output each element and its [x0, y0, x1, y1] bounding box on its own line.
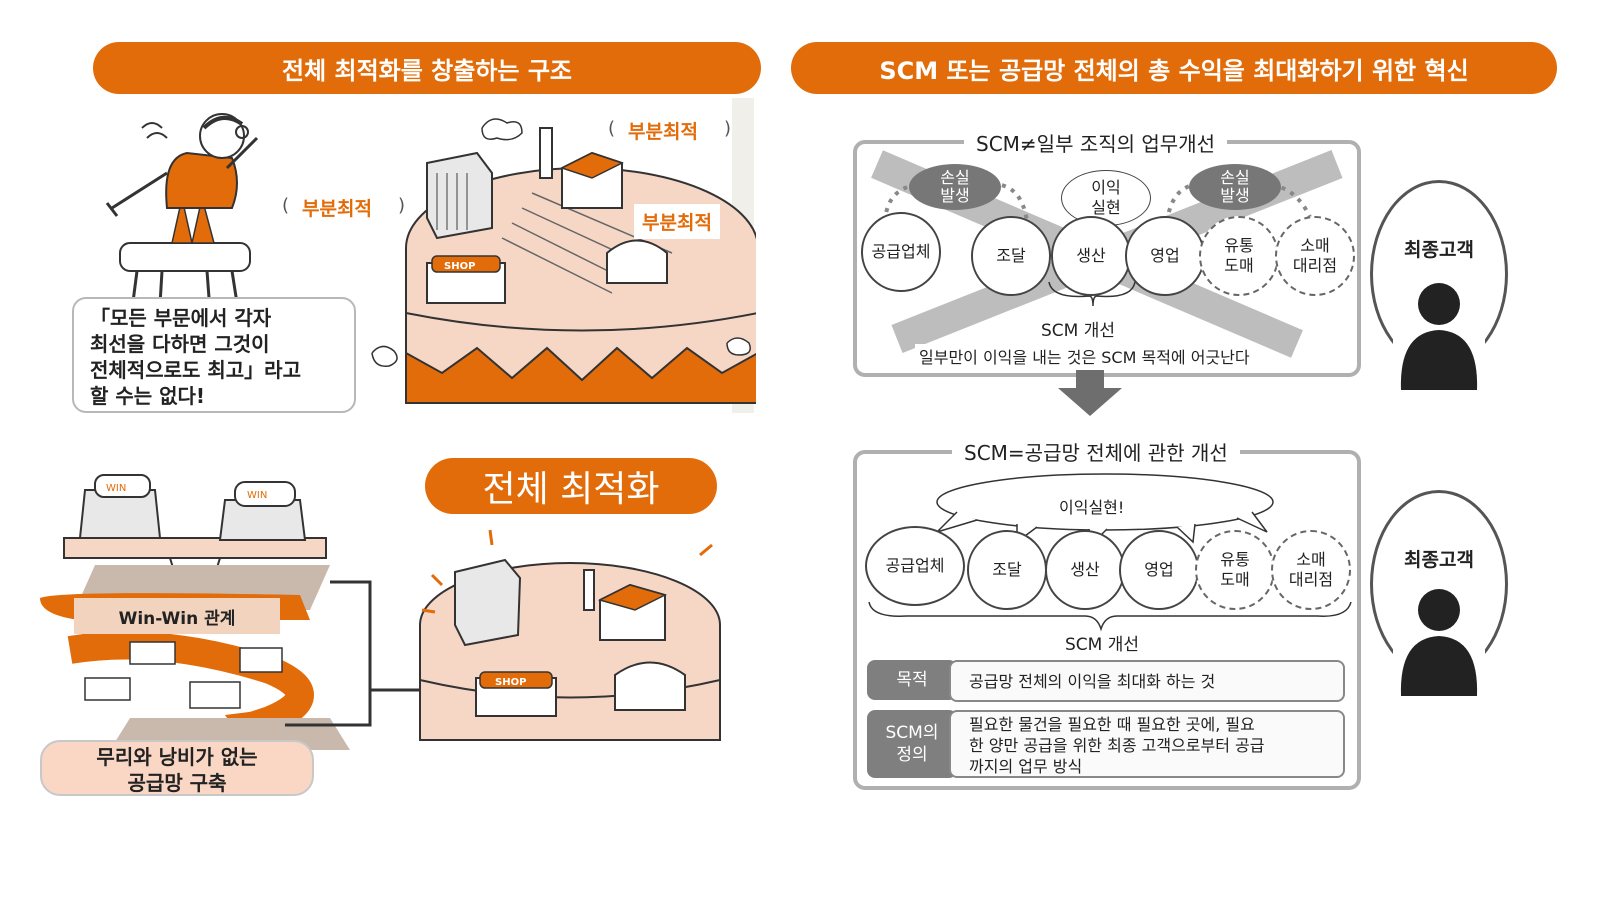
bottom-panel-title: SCM=공급망 전체에 관한 개선: [952, 437, 1240, 466]
profit-cloud: [868, 473, 1352, 632]
node-production: 생산: [1045, 530, 1125, 610]
top-scm-improve: SCM 개선: [1041, 321, 1116, 341]
paren-close-2: ): [724, 118, 732, 139]
definition-line: 필요한 물건을 필요한 때 필요한 곳에, 필요: [969, 715, 1255, 734]
partial-opt-label-2: 부분최적: [628, 117, 698, 144]
node-wholesale: 유통 도매: [1195, 530, 1275, 610]
paren-open-1: (: [282, 195, 290, 216]
quote-line: 「모든 부문에서 각자: [90, 306, 272, 330]
node-procurement: 조달: [967, 530, 1047, 610]
node-retail: 소매 대리점: [1275, 216, 1355, 296]
quote-line: 전체적으로도 최고」라고: [90, 358, 301, 382]
right-banner: SCM 또는 공급망 전체의 총 수익을 최대화하기 위한 혁신: [791, 42, 1557, 94]
quote-line: 최선을 다하면 그것이: [90, 332, 270, 356]
build-line: 무리와 낭비가 없는: [96, 745, 258, 769]
partial-optimization-illustration: SHOP: [105, 98, 756, 413]
loss-badge-2: 손실 발생: [1189, 164, 1281, 210]
supply-chain-build-box: 무리와 낭비가 없는 공급망 구축: [40, 740, 314, 796]
node-production: 생산: [1051, 216, 1131, 296]
win-sign: WIN: [247, 490, 267, 501]
node-supplier: 공급업체: [865, 526, 965, 606]
bottom-panel: 이익실현! 공급업체 조달 생산 영업 유통 도매 소매 대리점 SCM 개선 …: [853, 450, 1361, 790]
person-icon: [1393, 588, 1485, 698]
paren-close-1: ): [398, 195, 406, 216]
shop-sign: SHOP: [495, 677, 526, 688]
node-wholesale: 유통 도매: [1199, 216, 1279, 296]
purpose-label: 목적: [867, 660, 957, 700]
left-banner: 전체 최적화를 창출하는 구조: [93, 42, 761, 94]
win-win-label: Win-Win 관계: [74, 598, 280, 634]
definition-value: 필요한 물건을 필요한 때 필요한 곳에, 필요 한 양만 공급을 위한 최종 …: [949, 710, 1345, 778]
node-sales: 영업: [1119, 530, 1199, 610]
whole-optimization-label: 전체 최적화: [425, 458, 717, 514]
node-supplier: 공급업체: [861, 212, 941, 292]
definition-line: 까지의 업무 방식: [969, 757, 1083, 776]
purpose-value: 공급망 전체의 이익을 최대화 하는 것: [949, 660, 1345, 702]
definition-label: SCM의 정의: [867, 710, 957, 778]
shop-sign: SHOP: [444, 261, 475, 272]
person-icon: [1393, 282, 1485, 392]
customer-label: 최종고객: [1404, 549, 1474, 571]
win-sign: WIN: [106, 483, 126, 494]
quote-box: 「모든 부문에서 각자 최선을 다하면 그것이 전체적으로도 최고」라고 할 수…: [72, 297, 356, 413]
node-retail: 소매 대리점: [1271, 530, 1351, 610]
loss-badge-1: 손실 발생: [909, 164, 1001, 210]
top-note: 일부만이 이익을 내는 것은 SCM 목적에 어긋난다: [915, 344, 1254, 368]
node-procurement: 조달: [971, 216, 1051, 296]
quote-line: 할 수는 없다!: [90, 384, 206, 408]
node-sales: 영업: [1125, 216, 1205, 296]
bottom-profit: 이익실현!: [1059, 498, 1125, 517]
top-panel: 손실 발생 손실 발생 이익 실현 공급업체 조달 생산 영업 유통 도매 소매…: [853, 140, 1361, 377]
partial-opt-label-3: 부분최적: [634, 204, 720, 239]
paren-open-2: (: [608, 118, 616, 139]
profit-bubble: 이익 실현: [1061, 170, 1151, 226]
definition-line: 한 양만 공급을 위한 최종 고객으로부터 공급: [969, 736, 1265, 755]
top-panel-title: SCM≠일부 조직의 업무개선: [964, 128, 1227, 157]
down-arrow-icon: [1058, 370, 1122, 416]
build-line: 공급망 구축: [127, 771, 227, 795]
partial-opt-label-1: 부분최적: [302, 194, 372, 221]
bottom-scm-improve: SCM 개선: [1065, 635, 1140, 655]
customer-label: 최종고객: [1404, 239, 1474, 261]
